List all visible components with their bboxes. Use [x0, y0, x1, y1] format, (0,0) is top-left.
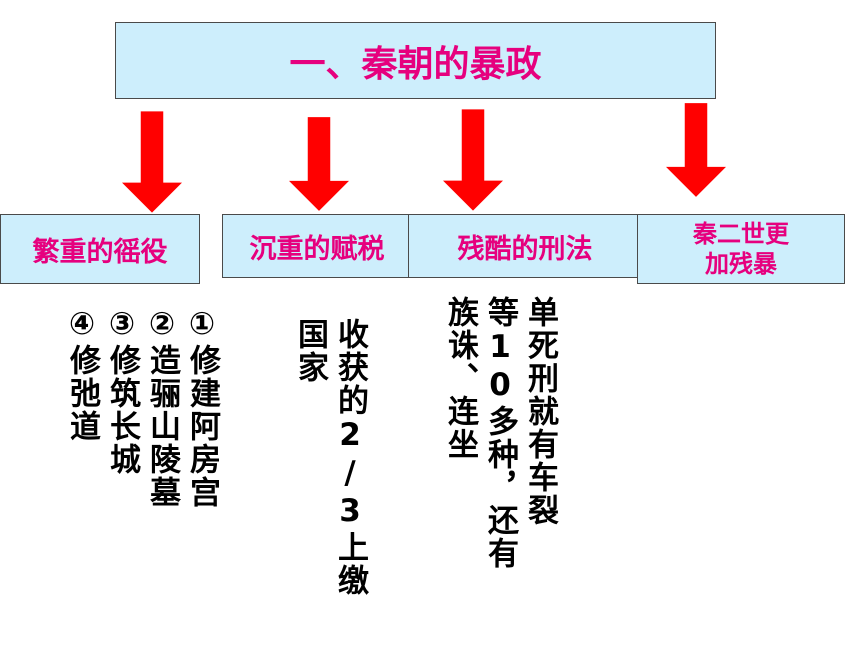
detail-text: ②造骊山陵墓 — [144, 306, 180, 509]
arrow-down-icon — [443, 109, 503, 211]
category-box-labor: 繁重的徭役 — [0, 214, 200, 284]
category-label: 沉重的赋税 — [249, 233, 385, 265]
detail-text: 等10多种，还有 — [482, 296, 518, 570]
category-box-tax: 沉重的赋税 — [222, 214, 412, 278]
arrow-down-icon — [666, 103, 726, 197]
arrow-down-icon — [122, 111, 182, 213]
title-box: 一、秦朝的暴政 — [115, 22, 716, 99]
arrow-down-icon — [289, 117, 349, 211]
category-box-law: 残酷的刑法 — [408, 214, 642, 278]
detail-text: 收获的2/3上缴 — [332, 318, 368, 597]
category-box-qin-ershi: 秦二世更 加残暴 — [637, 214, 845, 284]
detail-text: 国家 — [292, 318, 328, 384]
detail-text: ③修筑长城 — [104, 306, 140, 476]
category-label: 残酷的刑法 — [457, 233, 593, 265]
title-text: 一、秦朝的暴政 — [289, 43, 542, 85]
category-label: 繁重的徭役 — [32, 236, 168, 268]
detail-text: 族诛、连坐 — [442, 296, 478, 461]
detail-text: ④修弛道 — [64, 306, 100, 443]
detail-text: ①修建阿房宫 — [184, 306, 220, 509]
detail-text: 单死刑就有车裂 — [522, 296, 558, 527]
category-label-line-2: 加残暴 — [705, 250, 777, 278]
category-label-line-1: 秦二世更 — [693, 220, 789, 248]
